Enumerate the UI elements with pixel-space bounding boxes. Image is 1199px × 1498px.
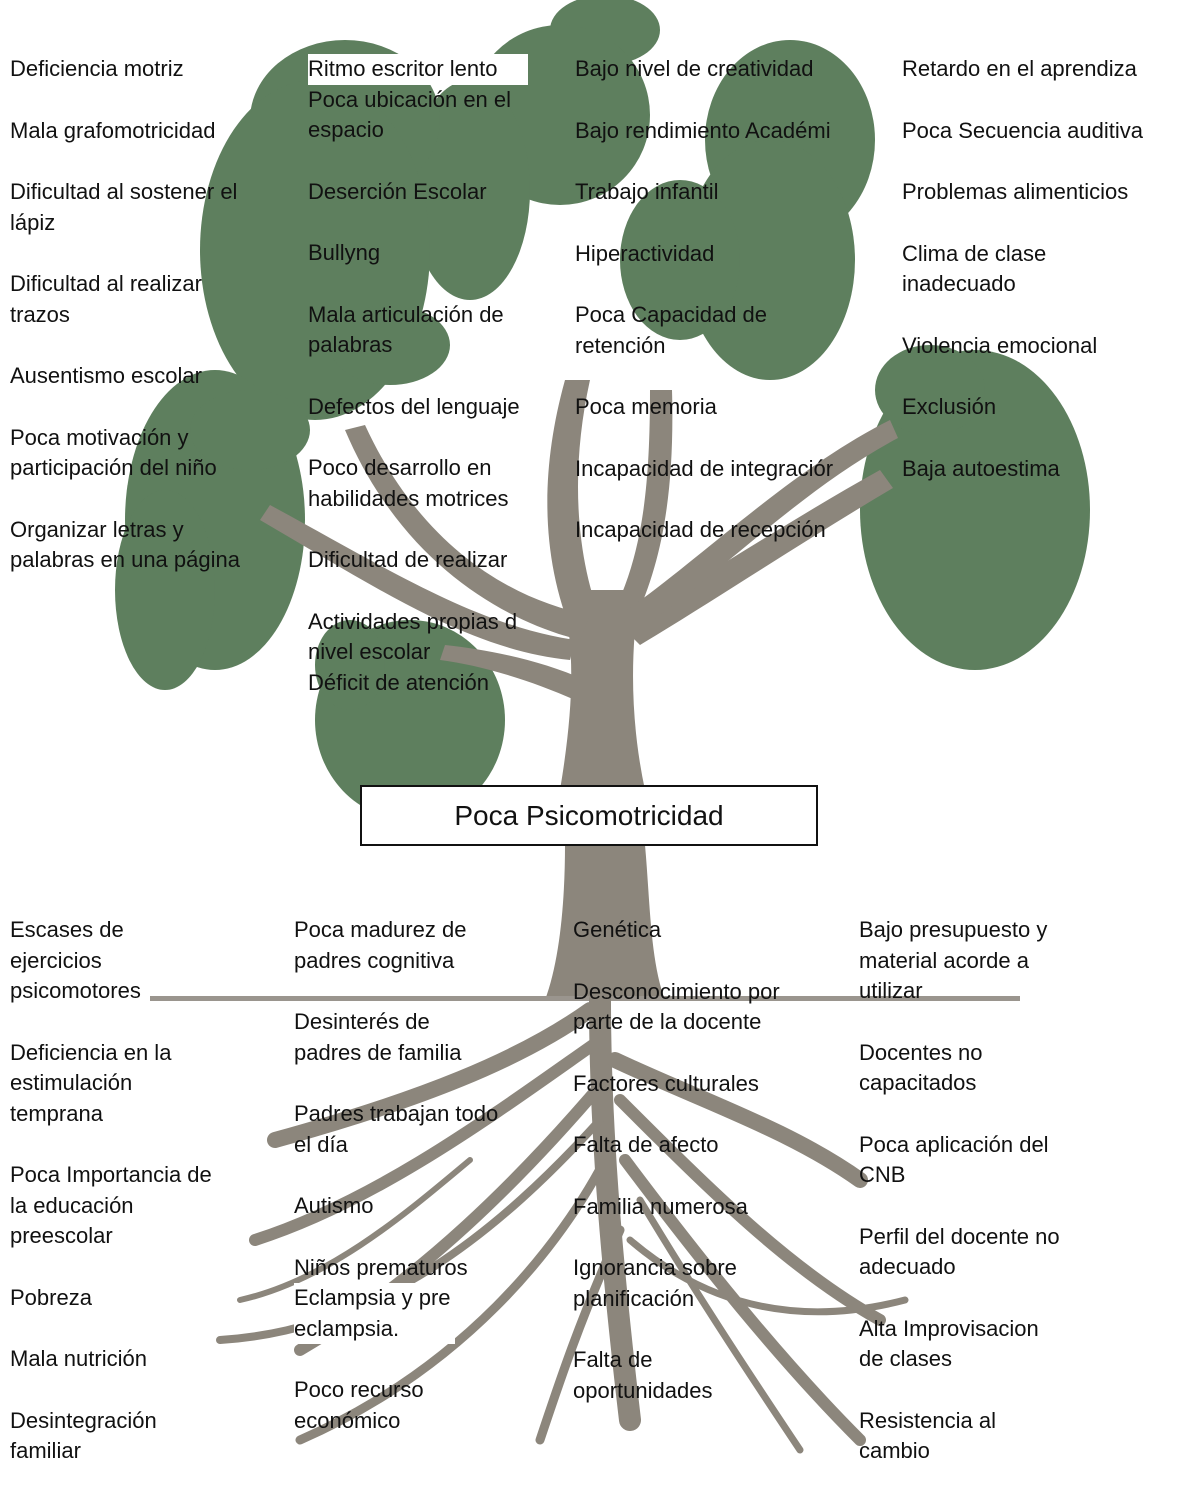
causes-column-1: Escases de ejercicios psicomotores Defic… — [10, 915, 280, 1498]
cause-item: Desinterés de padres de familia — [294, 1009, 462, 1065]
effect-item: Incapacidad de recepción — [575, 517, 826, 542]
effect-item: Poca memoria — [575, 394, 717, 419]
effect-item: Deserción Escolar — [308, 178, 487, 204]
cause-item: Familia numerosa — [573, 1193, 748, 1219]
cause-item: Padres trabajan todo el día — [294, 1101, 499, 1157]
cause-item: Ignorancia sobre planificación — [573, 1255, 737, 1311]
cause-item: Factores culturales — [573, 1070, 759, 1096]
effect-item: Exclusión — [902, 394, 997, 419]
effect-item: Poco desarrollo en habilidades motrices — [308, 455, 509, 511]
central-problem-box: Poca Psicomotricidad — [360, 785, 818, 846]
effects-column-4: Retardo en el aprendiza Poca Secuencia a… — [902, 54, 1199, 515]
effect-item: Incapacidad de integraciór — [575, 455, 834, 481]
cause-item: Mala nutrición — [10, 1346, 147, 1371]
effect-item: Organizar letras y palabras en una págin… — [10, 516, 240, 573]
effect-item: Mala grafomotricidad — [10, 117, 216, 143]
effect-item: Retardo en el aprendiza — [902, 56, 1137, 81]
cause-item: Eclampsia y pre eclampsia. — [294, 1283, 455, 1344]
effect-item: Poca motivación y participación del niño — [10, 424, 217, 481]
tree-trunk — [260, 380, 898, 1000]
cause-item: Deficiencia en la estimulación temprana — [10, 1039, 172, 1126]
cause-item: Bajo presupuesto y material acorde a uti… — [859, 917, 1048, 1003]
cause-item: Falta de oportunidades — [573, 1347, 713, 1403]
effect-item: Bajo rendimiento Académi — [575, 117, 831, 143]
effect-item: Ritmo escritor lento — [308, 54, 528, 85]
cause-item: Poca Importancia de la educación preesco… — [10, 1162, 212, 1248]
effect-item: Bullyng — [308, 240, 381, 265]
effects-column-3: Bajo nivel de creatividad Bajo rendimien… — [575, 54, 895, 577]
effect-item: Bajo nivel de creatividad — [575, 56, 814, 81]
effect-item: Dificultad al realizar trazos — [10, 271, 202, 327]
cause-item: Perfil del docente no adecuado — [859, 1223, 1060, 1280]
effect-item: Hiperactividad — [575, 240, 715, 266]
cause-item: Poca madurez de padres cognitiva — [294, 917, 467, 973]
cause-item: Pobreza — [10, 1284, 92, 1310]
causes-column-4: Bajo presupuesto y material acorde a uti… — [859, 915, 1159, 1498]
cause-item: Escases de ejercicios psicomotores — [10, 917, 141, 1003]
effect-item: Actividades propias d nivel escolar — [308, 608, 518, 665]
cause-item: Poco recurso económico — [294, 1377, 424, 1433]
cause-item: Desintegración familiar — [10, 1407, 157, 1464]
effect-item: Poca ubicación en el espacio — [308, 86, 512, 143]
effect-item: Poca Capacidad de retención — [575, 302, 768, 358]
effect-item: Dificultad de realizar — [308, 547, 508, 572]
effect-item: Poca Secuencia auditiva — [902, 117, 1143, 143]
cause-item: Autismo — [294, 1193, 374, 1218]
effect-item: Trabajo infantil — [575, 179, 719, 204]
cause-item: Desconocimiento por parte de la docente — [573, 978, 780, 1035]
effect-item: Mala articulación de palabras — [308, 301, 504, 358]
cause-item: Alta Improvisacion de clases — [859, 1315, 1039, 1372]
effect-item: Ausentismo escolar — [10, 363, 202, 388]
causes-column-3: Genética Desconocimiento por parte de la… — [573, 915, 843, 1437]
tree-roots — [216, 989, 909, 1454]
effect-item: Clima de clase inadecuado — [902, 240, 1047, 297]
cause-item: Docentes no capacitados — [859, 1039, 983, 1096]
cause-item: Genética — [573, 917, 662, 942]
cause-item: Niños prematuros — [294, 1254, 468, 1280]
tree-illustration — [115, 0, 1090, 1454]
effect-item: Dificultad al sostener el lápiz — [10, 179, 238, 235]
effect-item: Baja autoestima — [902, 455, 1060, 481]
effect-item: Problemas alimenticios — [902, 179, 1129, 204]
effect-item: Déficit de atención — [308, 669, 489, 695]
ground-line — [150, 996, 1020, 1001]
causes-column-2: Poca madurez de padres cognitiva Desinte… — [294, 915, 554, 1467]
tree-foliage — [115, 0, 1090, 820]
effects-column-2: Ritmo escritor lento Poca ubicación en e… — [308, 54, 570, 729]
effect-item: Violencia emocional — [902, 332, 1098, 358]
cause-item: Poca aplicación del CNB — [859, 1131, 1049, 1188]
effect-item: Deficiencia motriz — [10, 56, 184, 81]
cause-item: Falta de afecto — [573, 1132, 719, 1157]
effect-item: Defectos del lenguaje — [308, 393, 520, 419]
effects-column-1: Deficiencia motriz Mala grafomotricidad … — [10, 54, 290, 607]
cause-item: Resistencia al cambio — [859, 1407, 996, 1464]
